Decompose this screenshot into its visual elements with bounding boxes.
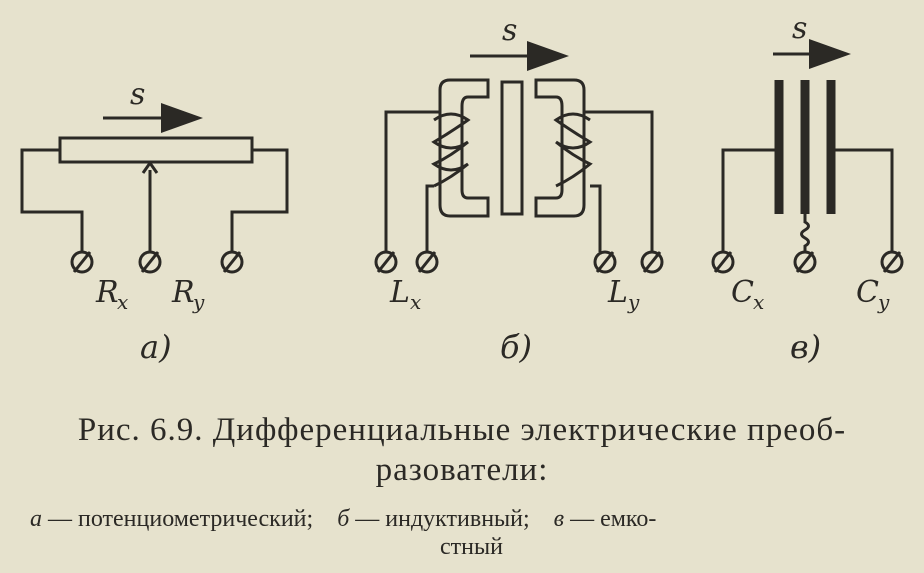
terminal-b4 <box>640 250 664 274</box>
core-left <box>438 78 490 218</box>
terminal-label-rx-sub: x <box>117 290 128 314</box>
terminal-b3 <box>593 250 617 274</box>
flex-lead <box>800 214 810 252</box>
wire-c-right <box>831 148 894 252</box>
figure-legend: а — потенциометрический; б — индуктивный… <box>30 506 910 533</box>
terminal-c3 <box>880 250 904 274</box>
terminal-b1 <box>374 250 398 274</box>
terminal-c1 <box>711 250 735 274</box>
legend-a-letter: а <box>30 506 42 532</box>
terminal-a2 <box>138 250 162 274</box>
wire-b2 <box>425 184 434 252</box>
motion-label-c: s <box>792 11 807 46</box>
terminal-c2 <box>793 250 817 274</box>
terminal-label-ry-sub: y <box>192 290 205 314</box>
terminal-label-cx: C <box>731 275 754 310</box>
terminal-label-ly-sub: y <box>627 290 640 314</box>
wire-c-left <box>721 148 779 252</box>
coil-left <box>431 112 471 188</box>
terminal-label-lx: L <box>389 275 410 310</box>
terminal-label-ry: R <box>171 275 195 310</box>
diagram-label-b: б) <box>500 328 532 366</box>
motion-label-a: s <box>130 77 145 112</box>
terminal-label-cx-sub: x <box>753 290 764 314</box>
legend-a-text: — потенциометрический; <box>42 506 314 532</box>
legend-c-letter: в <box>553 506 565 532</box>
resistor-body <box>58 136 254 164</box>
terminal-label-cy: C <box>856 275 879 310</box>
diagram-label-c: в) <box>790 328 821 366</box>
figure-differential-transducers: s R x R y а) s L x L y б) <box>20 11 904 366</box>
core-right <box>534 78 586 218</box>
diagram-label-a: а) <box>140 328 172 366</box>
wire-b3 <box>590 184 602 252</box>
legend-b-letter: б <box>337 506 350 532</box>
wire-left-a <box>20 148 84 252</box>
terminal-a1 <box>70 250 94 274</box>
terminal-label-ly: L <box>607 275 628 310</box>
panel-a-potentiometric <box>20 103 289 274</box>
legend-b-text: — индуктивный; <box>349 506 530 532</box>
wiper-arrowhead <box>141 160 159 174</box>
coil-right <box>553 112 593 188</box>
legend-continuation: стный <box>440 534 503 560</box>
figure-caption-line2: разователи: <box>375 452 549 488</box>
terminal-label-lx-sub: x <box>410 290 421 314</box>
panel-c-capacitive <box>711 39 904 274</box>
terminal-a3 <box>220 250 244 274</box>
figure-caption-line1: Рис. 6.9. Дифференциальные электрические… <box>77 412 847 448</box>
motion-label-b: s <box>502 13 517 48</box>
legend-c-text: — емко- <box>564 506 657 532</box>
terminal-b2 <box>415 250 439 274</box>
wire-b1 <box>384 110 440 252</box>
armature <box>500 80 524 216</box>
wire-right-a <box>230 148 289 252</box>
terminal-label-cy-sub: y <box>877 290 890 314</box>
panel-b-inductive <box>374 41 664 274</box>
wire-b4 <box>584 110 654 252</box>
terminal-label-rx: R <box>95 275 119 310</box>
